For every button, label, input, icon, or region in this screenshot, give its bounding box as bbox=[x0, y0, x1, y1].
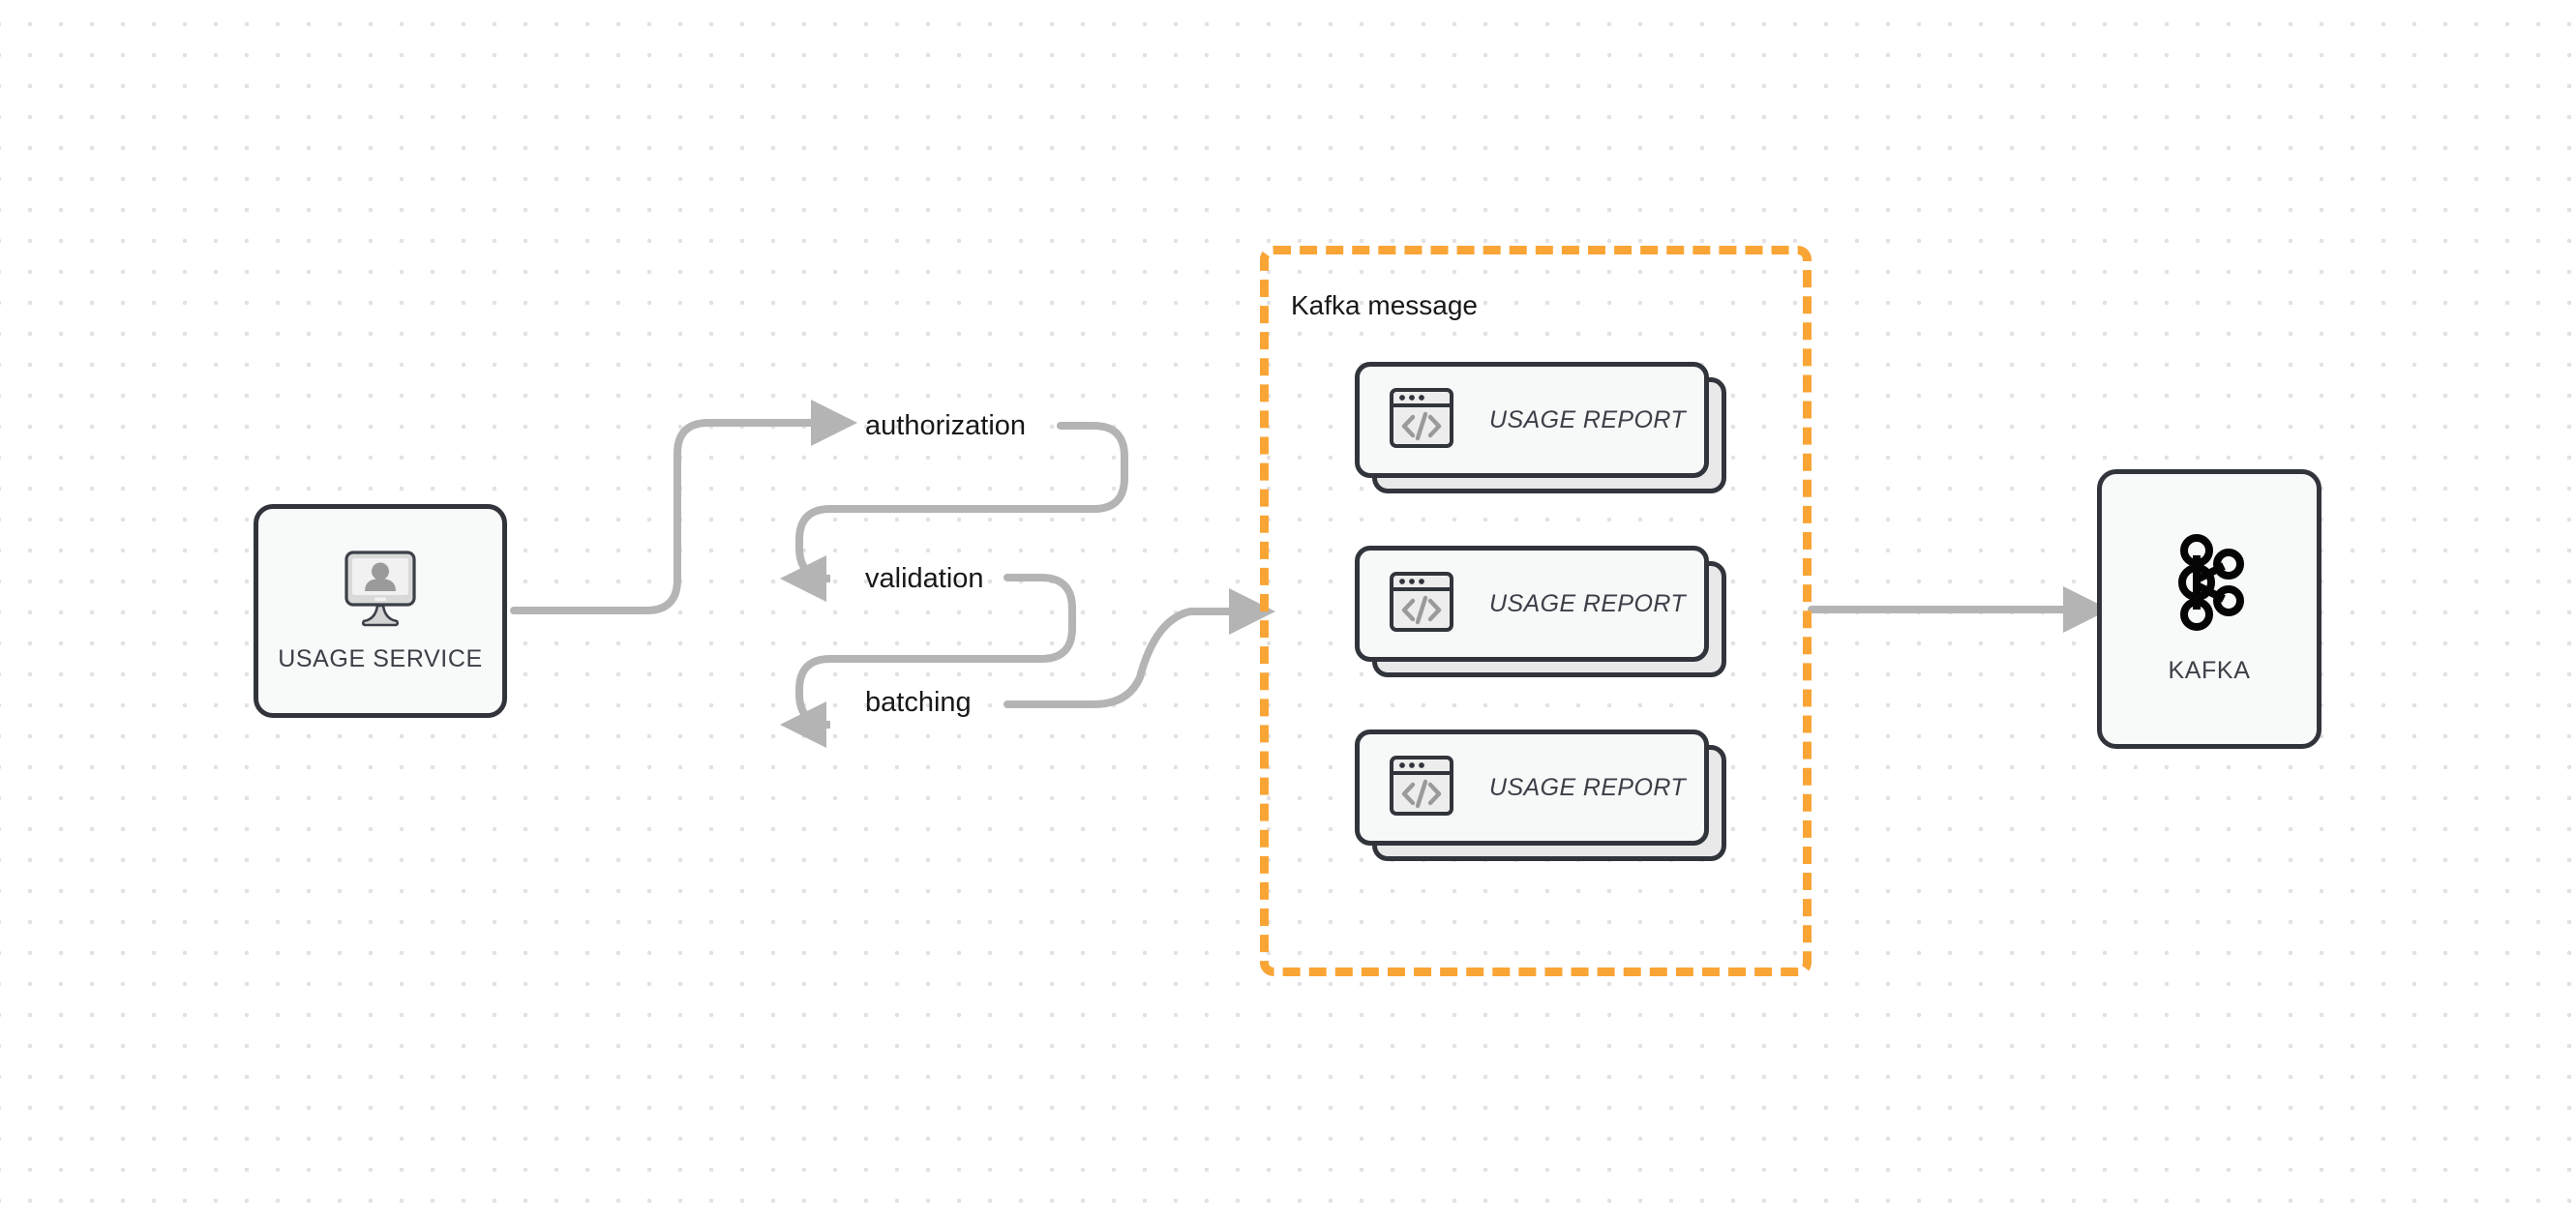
flow-step-authorization[interactable]: authorization bbox=[865, 412, 1026, 440]
edge-authorization-to-validation bbox=[780, 422, 1128, 602]
node-kafka-label: KAFKA bbox=[2168, 656, 2251, 684]
flow-step-validation[interactable]: validation bbox=[865, 565, 984, 593]
usage-report-card[interactable]: USAGE REPORT bbox=[1355, 546, 1726, 677]
card-front: USAGE REPORT bbox=[1355, 730, 1709, 846]
group-kafka-message-title: Kafka message bbox=[1291, 290, 1478, 320]
flow-step-authorization-label: authorization bbox=[865, 410, 1027, 441]
usage-report-card[interactable]: USAGE REPORT bbox=[1355, 730, 1726, 861]
node-usage-service-label: USAGE SERVICE bbox=[278, 644, 483, 672]
node-kafka[interactable]: KAFKA bbox=[2097, 469, 2321, 749]
usage-report-card[interactable]: USAGE REPORT bbox=[1355, 362, 1726, 493]
flow-step-batching-label: batching bbox=[865, 687, 972, 718]
edge-usage-service-to-authorization bbox=[510, 400, 857, 614]
code-window-icon bbox=[1389, 385, 1454, 456]
usage-report-card-label: USAGE REPORT bbox=[1489, 405, 1686, 433]
node-usage-service[interactable]: USAGE SERVICE bbox=[254, 504, 507, 718]
flow-step-batching[interactable]: batching bbox=[865, 689, 972, 717]
usage-report-card-label: USAGE REPORT bbox=[1489, 773, 1686, 801]
code-window-icon bbox=[1389, 569, 1454, 640]
usage-report-card-label: USAGE REPORT bbox=[1489, 589, 1686, 617]
kafka-logo-icon bbox=[2170, 533, 2249, 636]
flow-step-validation-label: validation bbox=[865, 563, 984, 594]
edge-batching-to-kafka-message bbox=[1003, 588, 1275, 708]
monitor-user-icon bbox=[341, 550, 420, 632]
card-front: USAGE REPORT bbox=[1355, 546, 1709, 662]
group-kafka-message[interactable] bbox=[1260, 246, 1812, 976]
code-window-icon bbox=[1389, 753, 1454, 823]
card-front: USAGE REPORT bbox=[1355, 362, 1709, 478]
